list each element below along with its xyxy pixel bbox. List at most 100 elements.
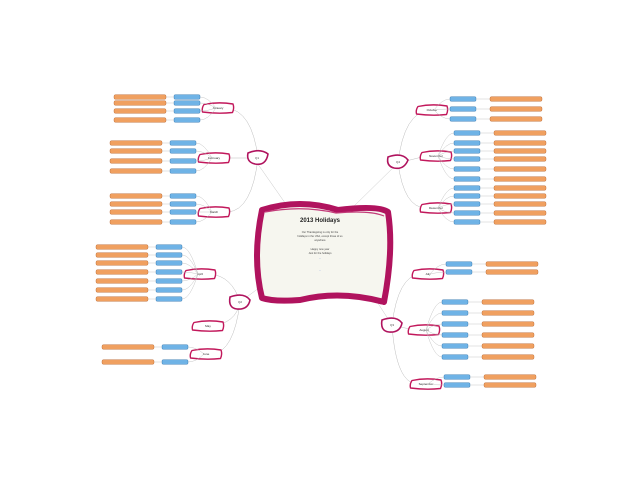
entry-row-november-2[interactable] (437, 148, 547, 157)
date-box[interactable] (453, 130, 481, 136)
date-box[interactable] (453, 176, 481, 182)
entry-row-march-1[interactable] (109, 201, 213, 213)
date-box[interactable] (449, 116, 477, 122)
month-node-november[interactable]: November (419, 150, 453, 162)
entry-row-february-0[interactable] (109, 140, 213, 159)
date-box[interactable] (453, 193, 481, 199)
event-box[interactable] (481, 343, 535, 349)
date-box[interactable] (441, 343, 469, 349)
event-box[interactable] (95, 260, 149, 266)
entry-row-april-2[interactable] (95, 260, 199, 275)
date-box[interactable] (173, 108, 201, 114)
center-link-1[interactable]: ... (319, 257, 321, 260)
entry-row-august-2[interactable] (425, 321, 535, 331)
date-box[interactable] (155, 244, 183, 250)
entry-row-september-1[interactable] (427, 382, 537, 388)
event-box[interactable] (483, 374, 537, 380)
date-box[interactable] (441, 332, 469, 338)
quarter-node-q1[interactable]: Q1 (246, 149, 269, 166)
date-box[interactable] (169, 219, 197, 225)
entry-row-december-4[interactable] (437, 207, 547, 225)
entry-row-august-0[interactable] (425, 299, 535, 331)
event-box[interactable] (109, 168, 163, 174)
event-box[interactable] (109, 219, 163, 225)
event-box[interactable] (95, 287, 149, 293)
date-box[interactable] (453, 219, 481, 225)
date-box[interactable] (173, 94, 201, 100)
event-box[interactable] (493, 201, 547, 207)
entry-row-december-1[interactable] (437, 193, 547, 209)
date-box[interactable] (155, 269, 183, 275)
entry-row-november-4[interactable] (437, 155, 547, 172)
date-box[interactable] (441, 310, 469, 316)
entry-row-august-4[interactable] (425, 329, 535, 349)
month-node-april[interactable]: April (183, 268, 217, 280)
entry-row-february-3[interactable] (109, 157, 213, 174)
entry-row-july-1[interactable] (429, 269, 539, 275)
entry-row-january-3[interactable] (113, 107, 217, 123)
event-box[interactable] (489, 116, 543, 122)
event-box[interactable] (493, 219, 547, 225)
date-box[interactable] (449, 106, 477, 112)
event-box[interactable] (493, 185, 547, 191)
entry-row-april-3[interactable] (95, 269, 199, 275)
entry-row-april-5[interactable] (95, 273, 199, 293)
event-box[interactable] (481, 321, 535, 327)
event-box[interactable] (493, 130, 547, 136)
date-box[interactable] (169, 158, 197, 164)
event-box[interactable] (481, 354, 535, 360)
date-box[interactable] (169, 148, 197, 154)
event-box[interactable] (109, 148, 163, 154)
month-node-may[interactable]: May (191, 320, 225, 332)
month-node-march[interactable]: March (197, 206, 231, 218)
month-node-february[interactable]: February (197, 152, 231, 164)
central-topic[interactable]: 2013 Holidays Our Thanksgiving is only f… (254, 201, 394, 305)
quarter-node-q4[interactable]: Q4 (386, 154, 409, 170)
event-box[interactable] (481, 332, 535, 338)
date-box[interactable] (443, 382, 471, 388)
entry-row-august-1[interactable] (425, 310, 535, 331)
date-box[interactable] (155, 252, 183, 258)
event-box[interactable] (109, 193, 163, 199)
entry-row-april-6[interactable] (95, 273, 199, 302)
date-box[interactable] (155, 296, 183, 302)
date-box[interactable] (441, 299, 469, 305)
entry-row-march-0[interactable] (109, 193, 213, 213)
date-box[interactable] (453, 166, 481, 172)
date-box[interactable] (453, 185, 481, 191)
event-box[interactable] (493, 176, 547, 182)
entry-row-october-0[interactable] (433, 96, 543, 111)
date-box[interactable] (155, 287, 183, 293)
event-box[interactable] (113, 100, 167, 106)
month-node-december[interactable]: December (419, 202, 453, 214)
entry-row-february-2[interactable] (109, 157, 213, 164)
event-box[interactable] (95, 269, 149, 275)
date-box[interactable] (441, 354, 469, 360)
event-box[interactable] (95, 296, 149, 302)
event-box[interactable] (489, 96, 543, 102)
date-box[interactable] (155, 260, 183, 266)
entry-row-february-1[interactable] (109, 148, 213, 159)
date-box[interactable] (173, 100, 201, 106)
entry-row-april-0[interactable] (95, 244, 199, 275)
event-box[interactable] (493, 210, 547, 216)
event-box[interactable] (95, 244, 149, 250)
date-box[interactable] (441, 321, 469, 327)
month-node-august[interactable]: August (407, 324, 441, 336)
entry-row-august-3[interactable] (425, 329, 535, 338)
date-box[interactable] (169, 168, 197, 174)
entry-row-november-0[interactable] (437, 130, 547, 157)
event-box[interactable] (485, 261, 539, 267)
event-box[interactable] (109, 140, 163, 146)
event-box[interactable] (493, 140, 547, 146)
date-box[interactable] (453, 201, 481, 207)
date-box[interactable] (445, 269, 473, 275)
event-box[interactable] (493, 148, 547, 154)
event-box[interactable] (95, 278, 149, 284)
event-box[interactable] (481, 310, 535, 316)
date-box[interactable] (169, 209, 197, 215)
event-box[interactable] (113, 94, 167, 100)
event-box[interactable] (483, 382, 537, 388)
event-box[interactable] (489, 106, 543, 112)
quarter-node-q2[interactable]: Q2 (228, 294, 251, 310)
